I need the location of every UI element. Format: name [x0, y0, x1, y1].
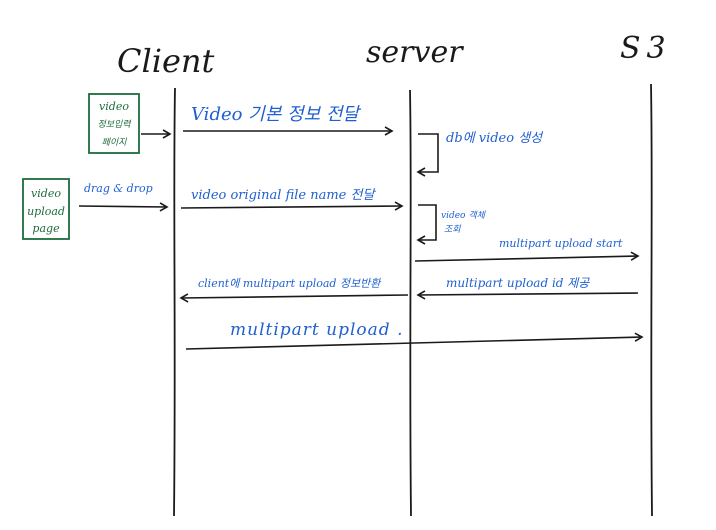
upload-page-line-2: upload — [27, 205, 65, 218]
msg-db-create: db에 video 생성 — [446, 131, 544, 146]
upload-page-line-1: video — [31, 187, 61, 200]
msg-multipart-start: multipart upload start — [499, 237, 623, 250]
msg-multipart-info-return-arrow — [179, 293, 409, 303]
info-page-line-2: 정보입력 — [97, 119, 131, 130]
server-lifeline — [409, 89, 412, 517]
s3-header: S3 — [620, 31, 672, 66]
msg-multipart-upload: multipart upload . — [230, 320, 403, 340]
s3-lifeline — [650, 83, 653, 517]
msg-original-filename: video original file name 전달 — [191, 188, 376, 203]
client-header: Client — [117, 42, 215, 80]
msg-multipart-upload-arrow — [185, 332, 644, 350]
info-page-box — [88, 93, 140, 154]
info-page-line-1: video — [99, 100, 129, 113]
msg-original-filename-arrow — [180, 201, 404, 211]
msg-multipart-start-arrow — [414, 251, 640, 262]
upload-page-line-3: page — [32, 222, 60, 235]
msg-multipart-info-return: client에 multipart upload 정보반환 — [198, 277, 382, 290]
msg-video-lookup-line-2: 조회 — [444, 224, 461, 235]
msg-video-lookup-line-1: video 객체 — [441, 210, 487, 221]
upload-page-box — [22, 178, 70, 240]
msg-video-basic-info: Video 기본 정보 전달 — [191, 104, 361, 125]
drag-drop-label: drag & drop — [84, 182, 153, 195]
msg-db-create-arrow — [416, 133, 439, 177]
info-page-line-3: 페이지 — [102, 137, 128, 148]
server-header: server — [366, 35, 464, 70]
msg-video-lookup-arrow — [416, 204, 437, 245]
msg-multipart-id: multipart upload id 제공 — [446, 276, 590, 290]
drag-drop-arrow — [78, 202, 169, 212]
client-lifeline — [173, 87, 176, 517]
msg-multipart-id-arrow — [416, 290, 639, 300]
